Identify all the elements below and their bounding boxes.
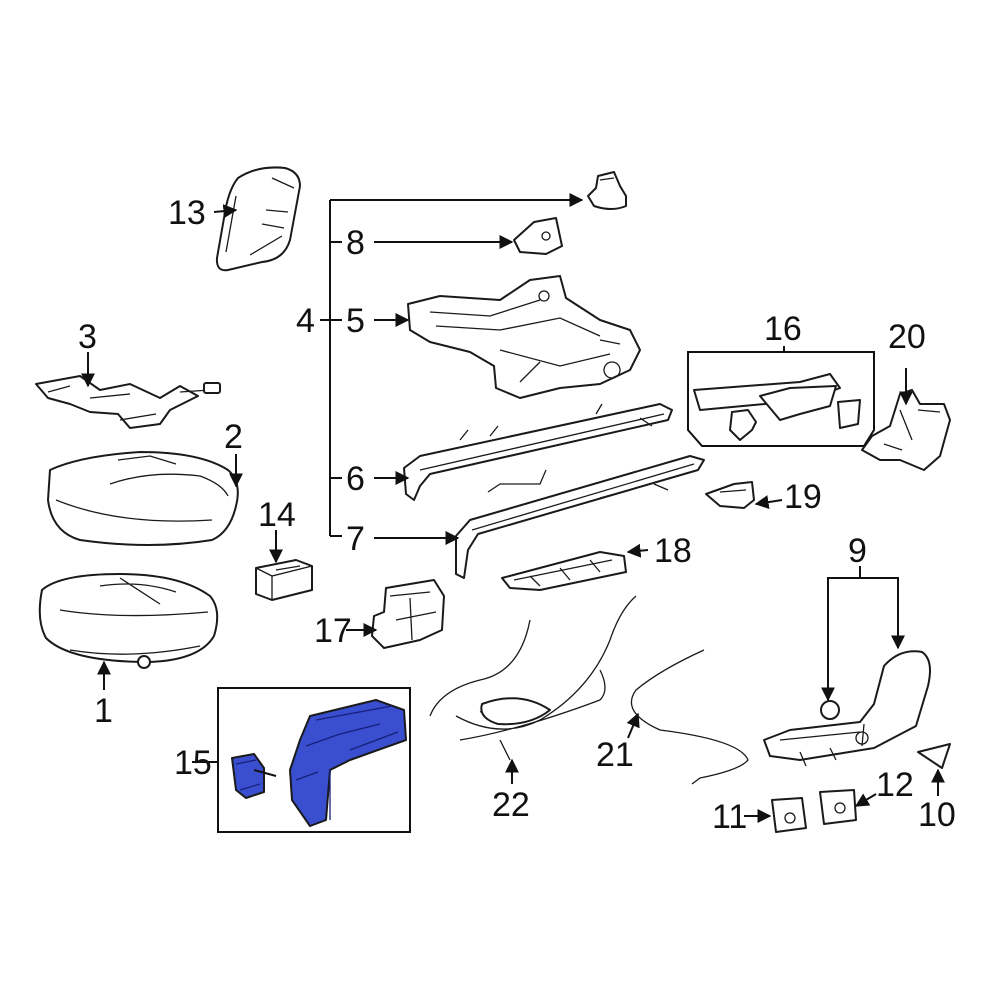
part-21-cable[interactable] bbox=[630, 649, 749, 785]
callout-9: 9 bbox=[848, 532, 867, 570]
part-7-seat-track[interactable] bbox=[455, 455, 705, 579]
callout-19: 19 bbox=[784, 478, 822, 516]
callout-11: 11 bbox=[712, 798, 747, 836]
part-19-bracket[interactable] bbox=[705, 481, 755, 509]
part-10-cap[interactable] bbox=[917, 743, 951, 769]
part-14-module[interactable] bbox=[255, 559, 313, 601]
part-18-cover[interactable] bbox=[501, 551, 627, 591]
part-3-heater-mat[interactable] bbox=[35, 375, 221, 429]
part-16-group[interactable] bbox=[687, 351, 875, 447]
callout-12: 12 bbox=[876, 766, 914, 804]
callout-4: 4 bbox=[296, 302, 315, 340]
callout-22: 22 bbox=[492, 786, 530, 824]
callout-20: 20 bbox=[888, 318, 926, 356]
part-11-knob[interactable] bbox=[771, 797, 807, 833]
callout-5: 5 bbox=[346, 302, 365, 340]
part-12-knob[interactable] bbox=[819, 789, 857, 825]
part-6-seat-track[interactable] bbox=[403, 403, 673, 501]
callout-7: 7 bbox=[346, 520, 365, 558]
callout-16: 16 bbox=[764, 310, 802, 348]
part-15-group-box bbox=[217, 687, 411, 833]
callout-13: 13 bbox=[168, 194, 206, 232]
part-top-nut[interactable] bbox=[587, 171, 627, 210]
part-13-side-cover[interactable] bbox=[215, 166, 301, 272]
callout-2: 2 bbox=[224, 418, 243, 456]
part-2-cushion-cover[interactable] bbox=[47, 451, 239, 546]
callout-6: 6 bbox=[346, 460, 365, 498]
callout-1: 1 bbox=[94, 692, 113, 730]
part-20-trim[interactable] bbox=[861, 389, 951, 471]
callout-18: 18 bbox=[654, 532, 692, 570]
callout-3: 3 bbox=[78, 318, 97, 356]
callout-17: 17 bbox=[314, 612, 352, 650]
callout-14: 14 bbox=[258, 496, 296, 534]
callout-labels: 13 3 2 1 14 15 17 4 8 5 6 7 16 20 19 18 … bbox=[78, 194, 956, 836]
callout-10: 10 bbox=[918, 796, 956, 834]
part-15-highlighted-cover[interactable] bbox=[231, 699, 407, 827]
part-8-bracket[interactable] bbox=[513, 217, 563, 255]
part-17-switch-bracket[interactable] bbox=[371, 579, 445, 649]
part-22-cable[interactable] bbox=[429, 595, 637, 761]
callout-15: 15 bbox=[174, 744, 212, 782]
part-1-cushion-pad[interactable] bbox=[38, 573, 219, 669]
callout-8: 8 bbox=[346, 224, 365, 262]
callout-21: 21 bbox=[596, 736, 634, 774]
part-9-shield[interactable] bbox=[763, 650, 931, 767]
leader-lines bbox=[81, 193, 945, 823]
part-5-seat-frame[interactable] bbox=[407, 275, 641, 399]
